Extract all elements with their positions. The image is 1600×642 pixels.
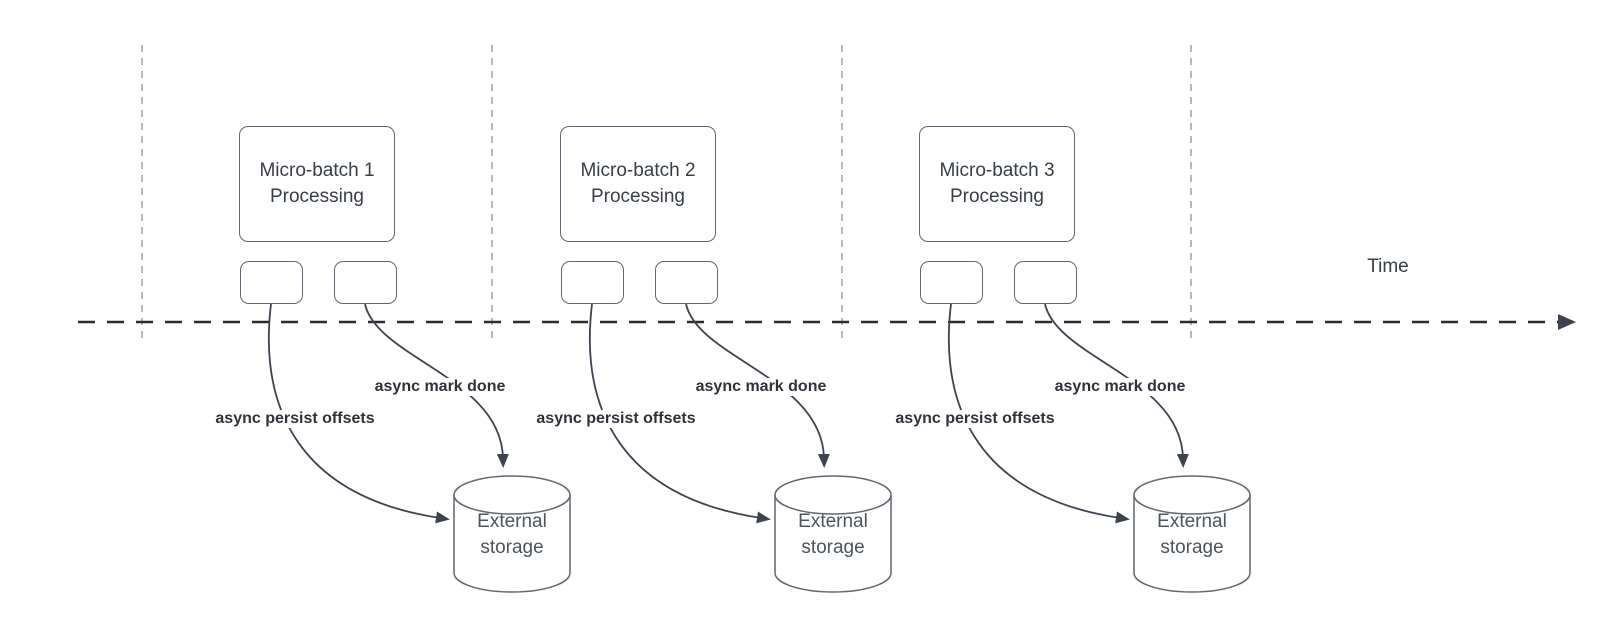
async-persist-arrow	[268, 303, 450, 524]
async-persist-arrow	[948, 303, 1130, 524]
batch-1-connectors	[268, 303, 509, 524]
async-mark-done-arrow	[685, 303, 830, 468]
async-mark-done-arrow	[1044, 303, 1189, 468]
batch-2-connectors	[589, 303, 830, 524]
time-axis-label: Time	[1367, 256, 1409, 277]
async-persist-arrow	[589, 303, 771, 524]
batch-3-connectors	[948, 303, 1189, 524]
async-mark-done-arrow	[364, 303, 509, 468]
